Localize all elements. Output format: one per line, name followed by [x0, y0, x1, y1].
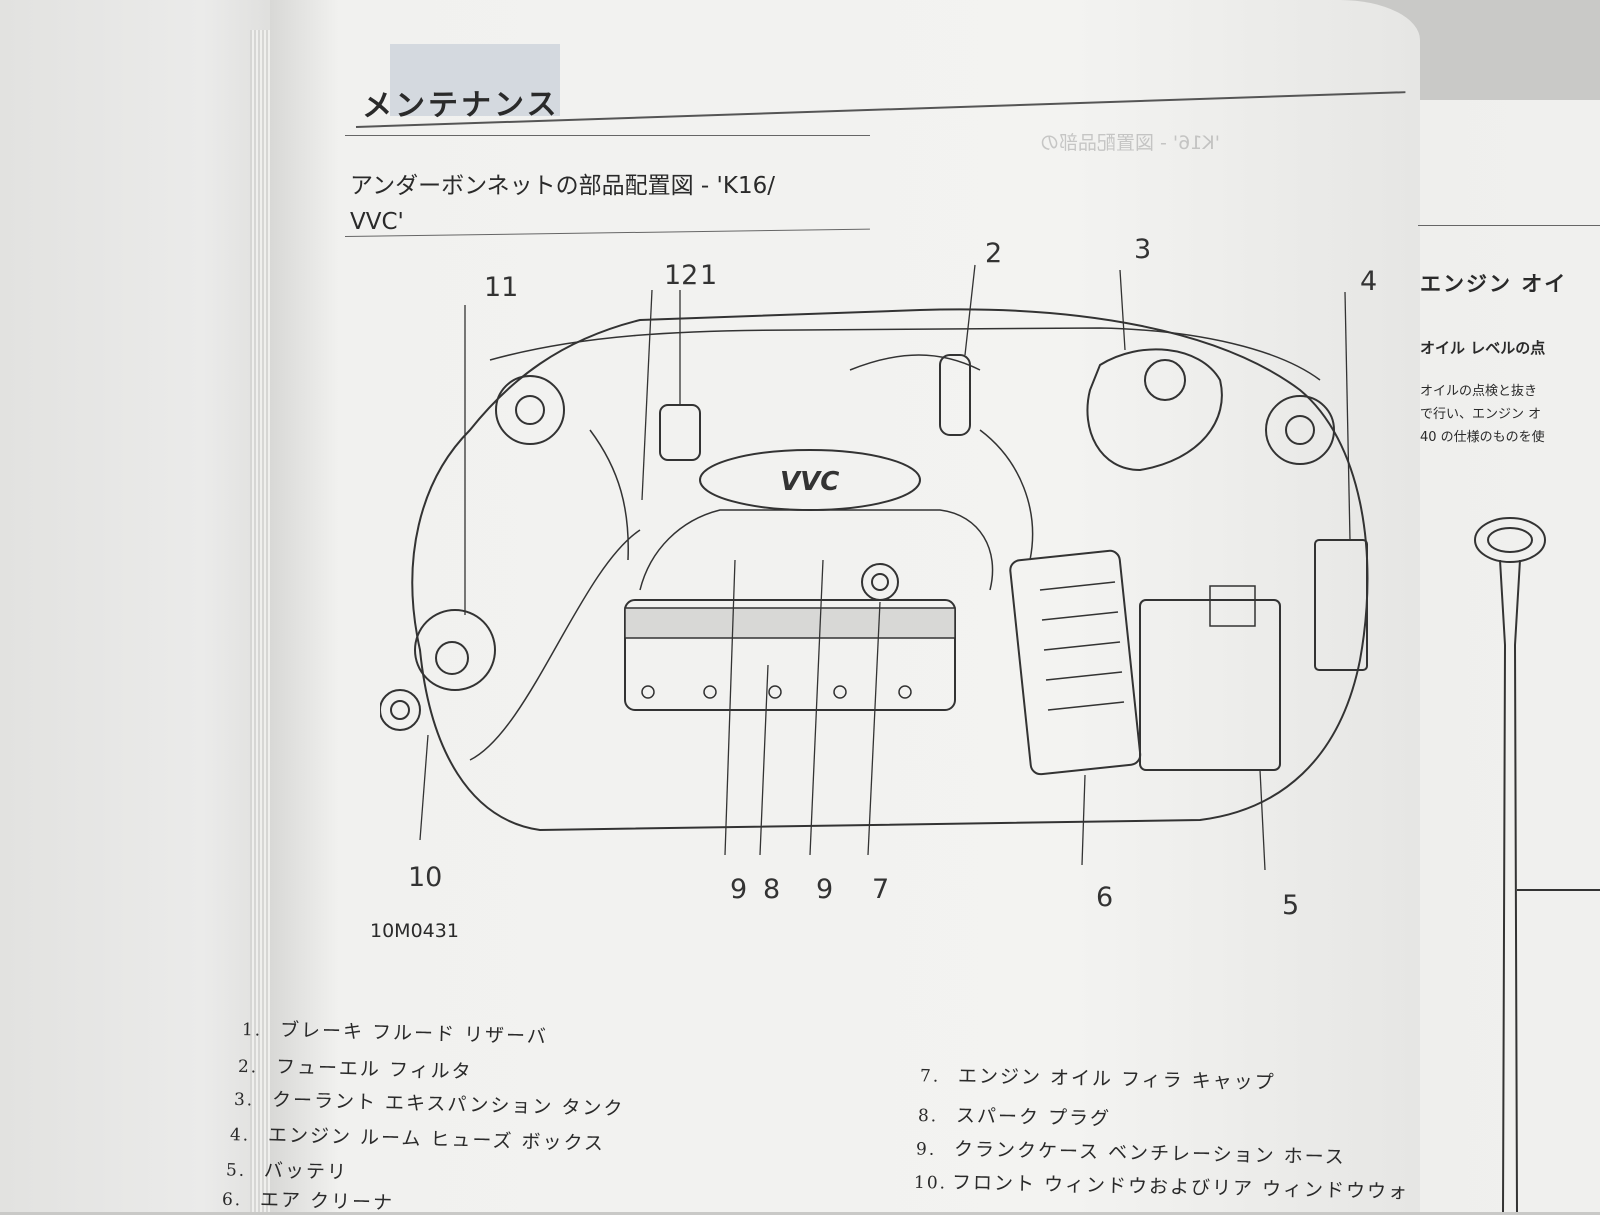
callout-8: 8 — [763, 874, 781, 905]
legend-item: 5. バッテリ — [226, 1154, 349, 1184]
legend-num: 1. — [241, 1019, 263, 1041]
side-body-line: 40 の仕様のものを使 — [1420, 430, 1545, 445]
section-rule-top — [345, 135, 870, 136]
spark-plug-leads — [641, 685, 912, 699]
leader-lines — [419, 264, 1351, 870]
callout-2: 2 — [985, 238, 1003, 269]
section-title: アンダーボンネットの部品配置図 - 'K16/ VVC' — [350, 168, 870, 240]
side-body-line: で行い、エンジン オ — [1420, 407, 1542, 422]
engine-bay-diagram: VVC — [380, 264, 1369, 870]
coolant-expansion-tank — [1086, 348, 1223, 472]
fuse-box — [1314, 539, 1368, 671]
air-cleaner — [1009, 549, 1142, 776]
section-title-line1: アンダーボンネットの部品配置図 - 'K16/ — [350, 173, 775, 199]
callout-9-right: 9 — [816, 874, 834, 905]
oil-filler-cap — [861, 563, 899, 601]
legend-num: 7. — [919, 1066, 941, 1087]
legend-text: エア クリーナ — [259, 1188, 395, 1215]
cylinder-head-cover — [624, 599, 956, 711]
legend-text: スパーク プラグ — [955, 1104, 1112, 1131]
callout-10: 10 — [408, 862, 443, 893]
left-page — [0, 0, 290, 1212]
callout-9-left: 9 — [730, 874, 748, 905]
washer-reservoir — [414, 609, 496, 691]
callout-4: 4 — [1360, 266, 1378, 297]
side-page-heading: エンジン オイ — [1420, 272, 1568, 296]
figure-code: 10M0431 — [370, 920, 459, 942]
legend-num: 6. — [221, 1189, 243, 1211]
strut-tower-left — [495, 375, 565, 445]
side-page-rule — [1418, 225, 1600, 226]
hoses — [469, 354, 1034, 761]
legend-num: 2. — [237, 1056, 259, 1078]
right-page — [1395, 100, 1600, 1212]
callout-11: 11 — [484, 272, 519, 303]
callout-1: 1 — [700, 260, 718, 291]
legend-item: 6. エア クリーナ — [222, 1184, 395, 1215]
bleed-through-text: 'K16' - 図置配品部の — [1040, 132, 1221, 154]
washer-cap — [380, 689, 421, 731]
legend-num: 8. — [917, 1105, 939, 1127]
page-title: メンテナンス — [361, 87, 560, 124]
side-page-subheading: オイル レベルの点 — [1420, 339, 1546, 357]
callout-6: 6 — [1096, 882, 1114, 913]
legend-item: 8. スパーク プラグ — [918, 1100, 1112, 1131]
side-body-line: オイルの点検と抜き — [1420, 384, 1538, 399]
legend-num: 3. — [233, 1089, 255, 1111]
legend-text: フューエル フィルタ — [275, 1055, 473, 1084]
callout-5: 5 — [1282, 890, 1300, 921]
header-tab-marker — [390, 44, 560, 116]
legend-num: 5. — [225, 1160, 247, 1181]
vvc-logo: VVC — [780, 467, 839, 497]
legend-num: 9. — [915, 1139, 937, 1160]
section-title-line2: VVC' — [350, 209, 404, 235]
bay-outline — [411, 308, 1369, 832]
intake-manifold — [639, 509, 994, 591]
fuel-filter — [939, 354, 971, 436]
legend-text: バッテリ — [263, 1159, 349, 1184]
main-page — [270, 0, 1420, 1212]
brake-fluid-reservoir — [659, 404, 701, 461]
side-page-body: オイルの点検と抜き で行い、エンジン オ 40 の仕様のものを使 — [1420, 380, 1545, 449]
strut-tower-right — [1265, 395, 1335, 465]
callout-12: 12 — [664, 260, 699, 291]
callout-7: 7 — [872, 874, 890, 905]
legend-num: 4. — [229, 1125, 251, 1146]
legend-num: 10. — [913, 1172, 948, 1194]
bay-inner-outline — [489, 327, 1321, 381]
dipstick-illustration — [1474, 517, 1600, 1212]
callout-3: 3 — [1134, 234, 1152, 265]
vvc-plenum — [699, 449, 921, 511]
